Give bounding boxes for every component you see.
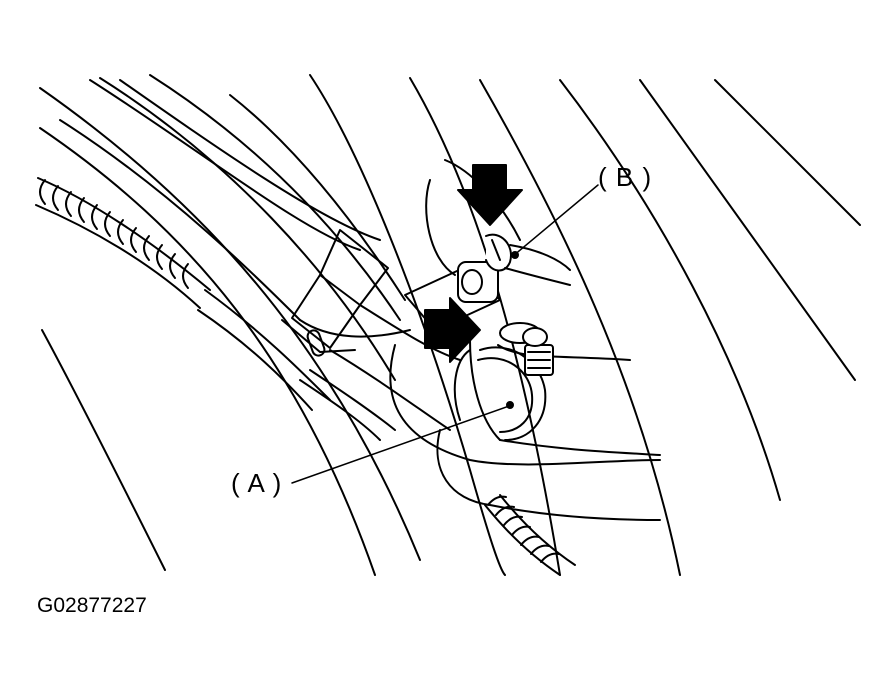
leader-line-a — [291, 404, 513, 484]
corrugated-loom-left — [35, 177, 331, 411]
background-lines — [39, 74, 861, 576]
corrugated-loom-lower — [299, 369, 576, 576]
callout-label-a: ( A ) — [231, 468, 283, 498]
cable-bundle — [59, 79, 461, 431]
clamp-a — [477, 322, 554, 441]
callout-label-b: ( B ) — [598, 162, 653, 192]
clamp-b — [404, 159, 571, 331]
arrow-right — [424, 297, 481, 363]
figure-id: G02877227 — [37, 594, 147, 617]
arrow-down — [457, 164, 523, 226]
leader-lines — [291, 184, 599, 484]
leader-line-b — [512, 184, 599, 257]
